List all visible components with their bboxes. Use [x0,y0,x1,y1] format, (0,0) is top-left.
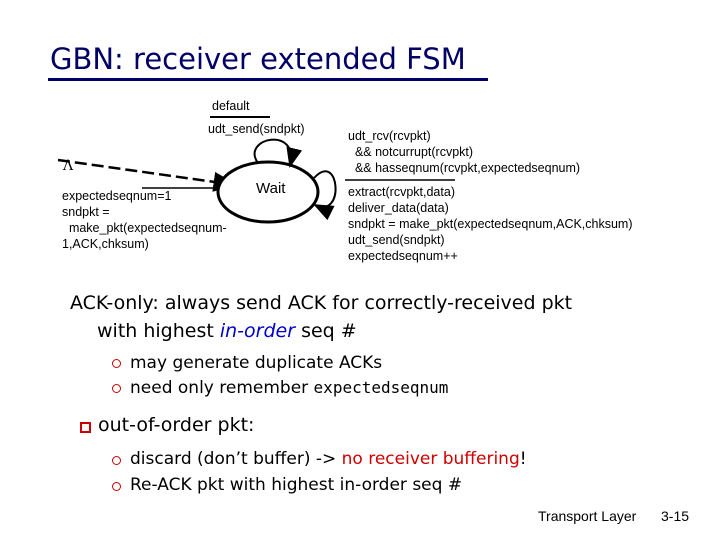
initial-transition-arrow [57,158,239,192]
action-line: sndpkt = make_pkt(expectedseqnum,ACK,chk… [348,217,633,231]
right-loop-arrow [313,170,337,221]
page-title: GBN: receiver extended FSM [50,42,466,76]
state-wait-label: Wait [256,180,286,197]
bullet-icon [112,456,121,465]
init-action-line: make_pkt(expectedseqnum- [62,221,227,235]
bullet-icon [80,422,91,433]
state-wait-circle [216,160,320,224]
init-action-line: 1,ACK,chksum) [62,237,149,251]
action-line: udt_send(sndpkt) [348,233,445,247]
lambda-symbol: Λ [63,158,74,174]
bullet-icon [112,384,121,393]
init-action-line: expectedseqnum=1 [62,189,172,203]
ack-note-line1: ACK-only: always send ACK for correctly-… [70,292,573,314]
footer-label: Transport Layer [538,508,637,524]
event-line: && notcurrupt(rcvpkt) [348,145,474,159]
self-loop-event-label: default [212,99,250,113]
action-line: deliver_data(data) [348,201,449,215]
ooo-heading: out-of-order pkt: [98,414,255,436]
sub-bullet-duplicate-acks: may generate duplicate ACKs [130,353,383,373]
init-action-line: sndpkt = [62,205,110,219]
expectedseqnum-code: expectedseqnum [313,378,449,397]
sub-bullet-discard: discard (don’t buffer) -> no receiver bu… [130,449,527,469]
bullet-icon [112,482,121,491]
sub-bullet-remember: need only remember expectedseqnum [130,378,449,398]
no-buffering-alert: no receiver buffering [341,449,520,469]
bullet-icon [112,359,121,368]
event-line: && hasseqnum(rcvpkt,expectedseqnum) [348,161,581,175]
self-loop-arrow [253,138,303,168]
sub-bullet-reack: Re-ACK pkt with highest in-order seq # [130,475,463,495]
event-line: udt_rcv(rcvpkt) [348,129,431,143]
action-line: extract(rcvpkt,data) [348,185,455,199]
ack-note-line2: with highest in-order seq # [97,320,357,342]
in-order-emphasis: in-order [219,320,296,342]
action-line: expectedseqnum++ [348,249,458,263]
page-number: 3-15 [661,508,690,524]
title-underline [48,78,488,81]
self-loop-action-label: udt_send(sndpkt) [208,122,305,136]
